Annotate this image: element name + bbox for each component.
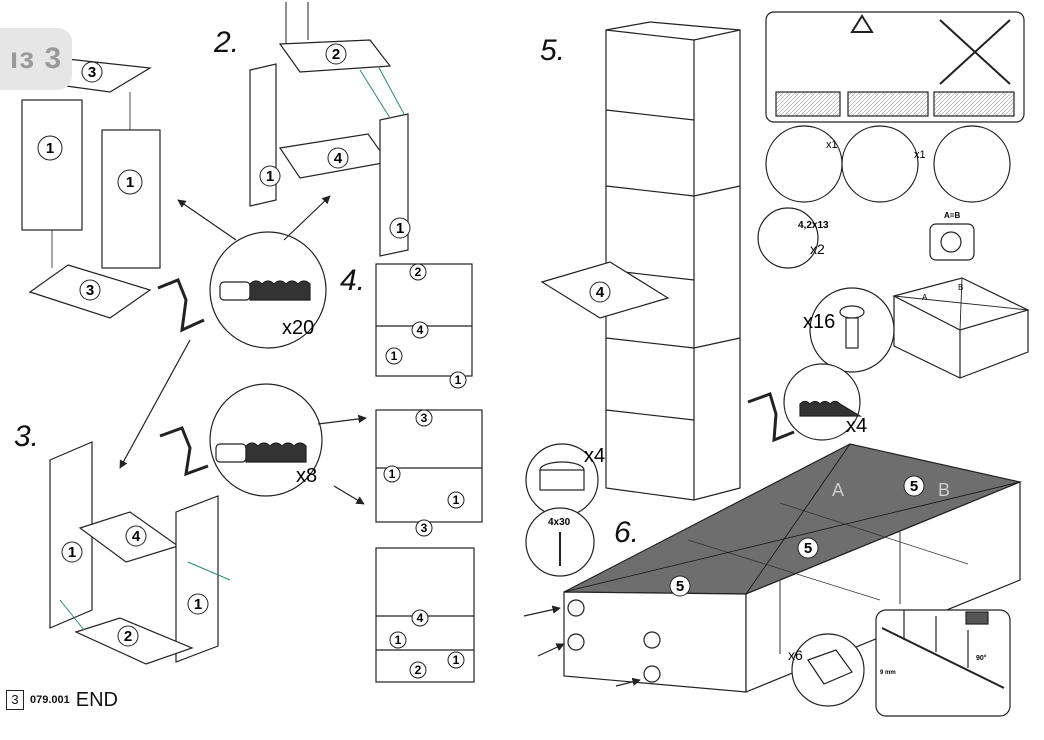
panel-1-left <box>49 441 93 629</box>
panel-1-right <box>101 129 161 269</box>
panel-1-right <box>175 495 219 663</box>
part-label: 5 <box>804 540 812 557</box>
page-badge: ıз 3 <box>0 28 72 90</box>
wall-fixing-panel <box>757 11 1025 269</box>
end-label: END <box>75 688 118 711</box>
step-6-label: 6. <box>614 516 640 549</box>
part-label: 1 <box>396 220 404 237</box>
quantity-x4: x4 <box>846 415 867 437</box>
step-5-diagram <box>540 21 741 501</box>
part-label: 3 <box>86 282 94 299</box>
cam-lock-detail <box>809 287 895 373</box>
quantity-x2: x2 <box>810 241 825 257</box>
part-label: 1 <box>391 349 398 363</box>
part-label: 4 <box>132 528 141 545</box>
screw-size-label: 4,2x13 <box>798 220 829 231</box>
part-label: 1 <box>68 544 76 561</box>
step-4-label: 4. <box>340 264 366 297</box>
step-3-label: 3. <box>14 420 40 453</box>
part-label: 3 <box>421 521 428 535</box>
hardware-spec-labels: 4,2x13 4x30 A=B A B A B 9 mm 90° <box>548 211 987 676</box>
quantity-x4-feet: x4 <box>584 445 605 467</box>
clip-detail <box>791 633 865 707</box>
part-label: 1 <box>453 493 460 507</box>
part-label: 1 <box>389 467 396 481</box>
step-5-label: 5. <box>540 34 566 67</box>
quantity-x6: x6 <box>788 647 803 663</box>
screw-size-label: 4x30 <box>548 517 571 528</box>
part-label: 5 <box>910 478 918 495</box>
part-label: 3 <box>88 64 96 81</box>
part-label: 2 <box>124 628 132 645</box>
quantity-x1: x1 <box>914 149 926 161</box>
diagonal-a-label: A <box>832 480 844 500</box>
part-label: 5 <box>676 578 684 595</box>
page-number: 3 <box>6 690 24 710</box>
part-label: 1 <box>126 174 134 191</box>
dowel-detail-x4 <box>747 363 863 443</box>
part-label: 2 <box>332 46 340 63</box>
step-2-diagram <box>249 2 409 257</box>
part-label: 1 <box>395 633 402 647</box>
part-label: 4 <box>334 150 343 167</box>
quantity-labels: x20 x8 x16 x4 x4 x2 x1 x1 x6 <box>282 139 926 663</box>
step-2-label: 2. <box>214 26 240 59</box>
footer: 3 079.001 END <box>6 689 118 711</box>
panel-1-left <box>21 99 83 231</box>
part-label: 4 <box>596 284 605 301</box>
part-label: 1 <box>453 653 460 667</box>
diagonal-b-label: B <box>938 480 950 500</box>
document-code: 079.001 <box>30 694 70 706</box>
part-label: 1 <box>266 168 274 185</box>
part-label: 2 <box>415 663 422 677</box>
part-label: 1 <box>194 596 202 613</box>
quantity-x16: x16 <box>803 311 835 333</box>
dowel-detail-x8 <box>159 383 367 505</box>
part-label: 3 <box>421 411 428 425</box>
hammer-detail <box>875 609 1011 717</box>
quantity-x8: x8 <box>296 465 317 487</box>
dowel-detail-x20 <box>119 195 331 469</box>
diagonal-a-label: A <box>922 293 928 302</box>
part-number-labels: 3 1 1 3 2 1 4 1 1 4 1 2 2 4 1 <box>37 43 925 679</box>
part-label: 4 <box>417 611 424 625</box>
diagonal-rule-label: A=B <box>944 211 960 220</box>
part-label: 2 <box>415 265 422 279</box>
quantity-x20: x20 <box>282 317 314 339</box>
angle-label: 90° <box>976 654 987 662</box>
foot-detail <box>525 443 599 577</box>
quantity-x1: x1 <box>826 139 838 151</box>
diagonal-check-box <box>892 277 1030 379</box>
diagonal-b-label: B <box>958 283 963 292</box>
depth-label: 9 mm <box>880 670 896 676</box>
part-label: 4 <box>417 323 424 337</box>
part-label: 1 <box>46 140 54 157</box>
part-label: 1 <box>455 373 462 387</box>
